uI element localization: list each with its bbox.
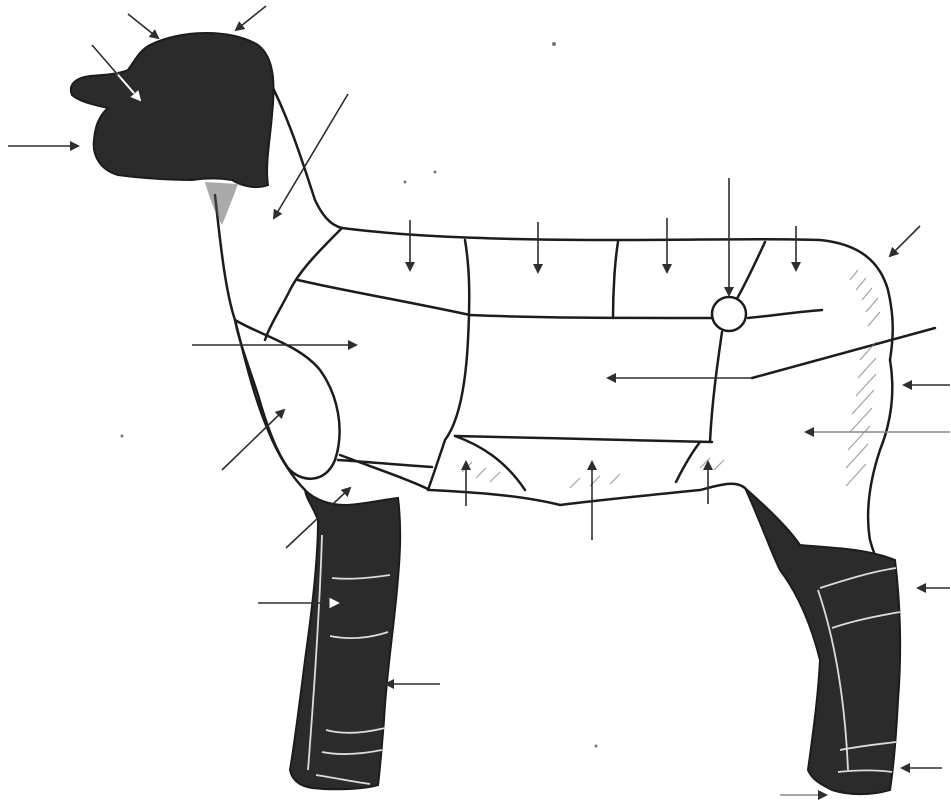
wool-shading [462, 270, 880, 488]
belly-line [340, 455, 745, 505]
arrow-shoulder-oval [222, 410, 284, 470]
eye-circle [712, 297, 746, 331]
rack-front-line [265, 228, 342, 340]
flank-leg-divider [710, 332, 722, 442]
rack-loin-divider [428, 240, 469, 490]
arrow-dock [890, 226, 920, 256]
foreleg-dark [290, 490, 400, 789]
breast-bottom-line [338, 460, 432, 467]
jaw-shading [205, 182, 238, 225]
shoulder-top-line [298, 280, 712, 318]
neck-top-line [268, 78, 342, 228]
loin-divider-2 [733, 242, 765, 305]
flank-top-line [455, 436, 712, 442]
leg-front-line [748, 310, 822, 318]
loin-divider-1 [613, 242, 618, 318]
hindleg-dark [745, 488, 900, 794]
neck-front-line [215, 195, 305, 490]
leg-outer-line [752, 328, 935, 378]
arrow-poll [128, 14, 158, 38]
shoulder-oval [235, 320, 340, 479]
flank-curve [676, 442, 700, 482]
arrow-ear [236, 6, 266, 30]
